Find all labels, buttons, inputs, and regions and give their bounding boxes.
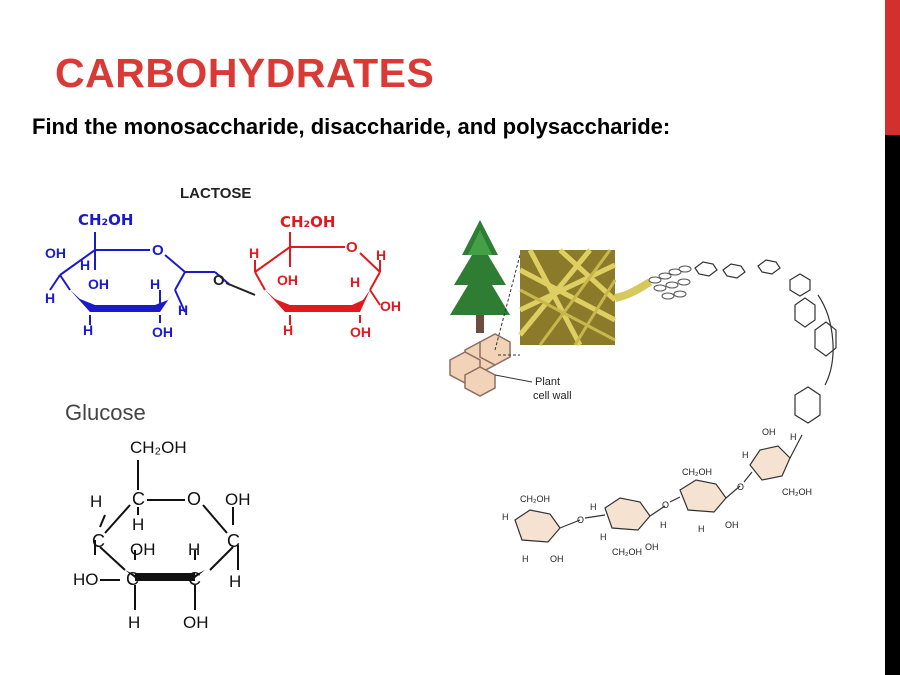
svg-text:OH: OH: [762, 427, 776, 437]
svg-text:H: H: [502, 512, 509, 522]
cell-wall-icon: [449, 333, 511, 397]
svg-text:H: H: [229, 572, 241, 591]
svg-text:H: H: [249, 245, 259, 261]
svg-text:HO: HO: [73, 570, 99, 589]
svg-text:H: H: [590, 502, 597, 512]
svg-text:C: C: [92, 531, 105, 551]
svg-text:O: O: [577, 515, 584, 525]
cell-wall-label-1: Plant: [535, 376, 560, 388]
svg-text:O: O: [187, 489, 201, 509]
svg-text:H: H: [80, 257, 90, 273]
svg-text:C: C: [188, 569, 201, 589]
accent-bar-black: [885, 135, 900, 675]
svg-text:H: H: [83, 322, 93, 338]
svg-text:OH: OH: [350, 324, 371, 340]
svg-text:O: O: [346, 239, 358, 256]
svg-text:H: H: [178, 302, 188, 318]
fiber-micrograph: [518, 248, 617, 347]
svg-text:O: O: [662, 500, 669, 510]
svg-text:H: H: [150, 276, 160, 292]
cellulose-diagram: Plant cell wall: [449, 220, 837, 564]
glycosidic-oxygen: O: [213, 272, 225, 289]
svg-text:C: C: [132, 489, 145, 509]
svg-text:CH₂OH: CH₂OH: [520, 494, 550, 504]
svg-text:OH: OH: [645, 542, 659, 552]
svg-text:OH: OH: [88, 276, 109, 292]
cell-wall-label-2: cell wall: [533, 390, 572, 402]
svg-text:CH₂OH: CH₂OH: [78, 211, 133, 229]
slide-title: CARBOHYDRATES: [55, 50, 435, 96]
svg-text:CH₂OH: CH₂OH: [280, 213, 335, 231]
svg-text:H: H: [188, 540, 200, 559]
svg-text:H: H: [128, 613, 140, 632]
tree-icon: [450, 220, 510, 333]
svg-text:H: H: [132, 515, 144, 534]
svg-text:OH: OH: [277, 272, 298, 288]
svg-text:OH: OH: [380, 298, 401, 314]
svg-text:CH₂OH: CH₂OH: [612, 547, 642, 557]
svg-text:OH: OH: [152, 324, 173, 340]
svg-text:H: H: [522, 554, 529, 564]
svg-text:CH₂OH: CH₂OH: [782, 487, 812, 497]
svg-text:C: C: [227, 531, 240, 551]
lactose-label: LACTOSE: [180, 185, 251, 202]
svg-text:H: H: [742, 450, 749, 460]
svg-text:H: H: [350, 274, 360, 290]
svg-text:H: H: [45, 290, 55, 306]
svg-text:OH: OH: [725, 520, 739, 530]
svg-text:H: H: [283, 322, 293, 338]
svg-text:CH₂OH: CH₂OH: [130, 438, 187, 457]
svg-text:H: H: [90, 492, 102, 511]
glucose-label: Glucose: [65, 400, 146, 425]
svg-text:OH: OH: [130, 540, 156, 559]
lactose-diagram: LACTOSE CH₂OH O OH H H OH H H OH H O: [45, 185, 401, 340]
svg-text:H: H: [600, 532, 607, 542]
svg-text:C: C: [126, 569, 139, 589]
slide-subtitle: Find the monosaccharide, disaccharide, a…: [32, 114, 671, 139]
svg-text:H: H: [376, 247, 386, 263]
svg-text:OH: OH: [550, 554, 564, 564]
svg-text:O: O: [737, 482, 744, 492]
svg-text:H: H: [698, 524, 705, 534]
svg-text:CH₂OH: CH₂OH: [682, 467, 712, 477]
svg-text:O: O: [152, 242, 164, 259]
cellulose-chain: [514, 434, 803, 543]
svg-text:H: H: [660, 520, 667, 530]
svg-text:H: H: [790, 432, 797, 442]
accent-bar-red: [885, 0, 900, 135]
svg-text:OH: OH: [183, 613, 209, 632]
svg-text:OH: OH: [225, 490, 251, 509]
glucose-diagram: Glucose CH₂OH C O C C C C H H OH OH H HO…: [65, 400, 251, 632]
svg-text:OH: OH: [45, 245, 66, 261]
